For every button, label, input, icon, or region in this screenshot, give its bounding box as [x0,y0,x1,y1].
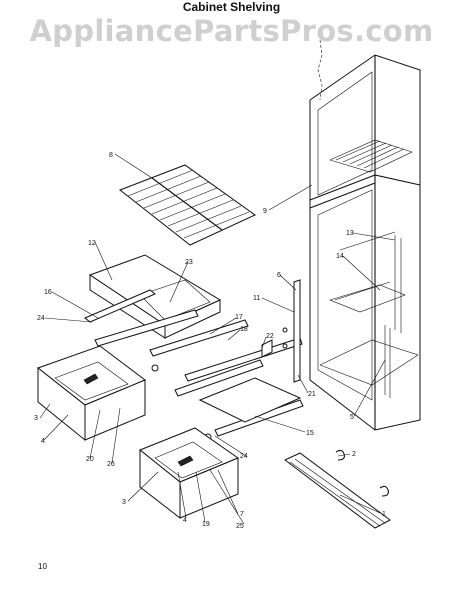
callout-6: 6 [277,272,281,279]
callout-5: 5 [350,414,354,421]
grille-clips [335,449,389,497]
callout-3-upper: 3 [34,415,38,422]
callout-labels: 8 9 12 23 16 24 17 18 13 14 6 11 22 21 5… [34,152,386,530]
callout-16: 16 [44,289,52,296]
callout-24-upper: 24 [37,315,45,322]
callout-4-lower: 4 [183,517,187,524]
callout-9: 9 [263,208,267,215]
crisper-cover [88,254,222,339]
page-number: 10 [38,562,47,571]
pan-tray [198,377,302,423]
callout-18: 18 [240,326,248,333]
watermark: AppliancePartsPros.com [29,14,434,48]
callout-3-lower: 3 [122,499,126,506]
callout-7: 7 [240,511,244,518]
callout-22: 22 [266,333,274,340]
callout-2: 2 [352,451,356,458]
side-brackets [261,279,301,383]
wire-shelf [118,164,256,246]
refrigerator-cabinet [309,39,421,431]
callout-1: 1 [382,511,386,518]
callout-17: 17 [235,314,243,321]
lower-crisper-drawer [139,427,240,520]
callout-4-upper: 4 [41,438,45,445]
callout-12: 12 [88,240,96,247]
callout-13: 13 [346,230,354,237]
callout-21: 21 [308,391,316,398]
callout-26: 26 [107,461,115,468]
callout-23: 23 [185,259,193,266]
toe-grille [284,452,391,529]
callout-25: 25 [236,523,244,530]
callout-11: 11 [253,295,260,302]
callout-8: 8 [109,152,113,159]
callout-20: 20 [86,456,94,463]
page-title: Cabinet Shelving [182,0,281,14]
callout-15-upper: 15 [306,430,314,437]
drawer-rails [84,289,304,441]
callout-19: 19 [202,521,210,528]
callout-24-lower: 24 [240,453,248,460]
leader-lines [39,153,396,525]
upper-crisper-drawer [36,345,146,442]
callout-14: 14 [336,253,344,260]
